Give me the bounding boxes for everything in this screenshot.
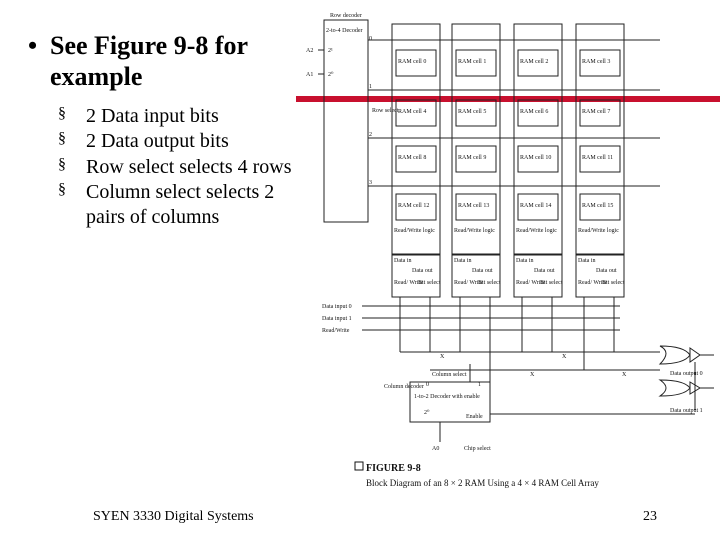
bit-select-label: Bit select — [418, 280, 441, 286]
input-a2-label: A2 — [306, 48, 313, 54]
ram-cell-label: RAM cell 6 — [520, 109, 548, 115]
ram-cell-label: RAM cell 9 — [458, 155, 486, 161]
bullet-text: 2 Data input bits — [86, 105, 219, 127]
weight-20-label: 2⁰ — [328, 71, 334, 78]
rw-logic-label: Read/Write logic — [578, 228, 619, 234]
data-output-0-label: Data output 0 — [670, 371, 703, 377]
ram-cell-label: RAM cell 2 — [520, 59, 548, 65]
bullet-item: § 2 Data output bits — [58, 129, 308, 153]
figure-caption-text: Block Diagram of an 8 × 2 RAM Using a 4 … — [366, 478, 599, 488]
page-number: 23 — [643, 509, 657, 524]
data-out-label: Data out — [534, 268, 555, 274]
read-write-signal-label: Read/Write — [322, 328, 350, 334]
row-number-1: 1 — [369, 84, 372, 90]
figure-caption-title: FIGURE 9-8 — [366, 463, 421, 474]
read-write-label: Read/ Write — [516, 280, 545, 286]
ram-cell-label: RAM cell 3 — [582, 59, 610, 65]
title-bullet: • See Figure 9-8 for example — [28, 30, 298, 92]
bit-select-label: Bit select — [602, 280, 625, 286]
read-write-label: Read/ Write — [394, 280, 423, 286]
row-decoder-box — [323, 19, 369, 223]
weight-col-label: 2⁰ — [424, 409, 430, 416]
data-in-label: Data in — [454, 258, 472, 264]
data-in-label: Data in — [578, 258, 596, 264]
weight-21-label: 2¹ — [328, 48, 333, 54]
decoder-label: 2-to-4 Decoder — [326, 28, 362, 34]
rw-logic-label: Read/Write logic — [394, 228, 435, 234]
ram-cell-label: RAM cell 8 — [398, 155, 426, 161]
data-out-label: Data out — [412, 268, 433, 274]
x-mark: X — [530, 372, 535, 378]
row-number-3: 3 — [369, 180, 372, 186]
col-out-1-label: 1 — [478, 382, 481, 388]
figure-marker-icon — [354, 461, 364, 471]
ram-cell-label: RAM cell 10 — [520, 155, 551, 161]
bullet-text: 2 Data output bits — [86, 130, 229, 153]
ram-cell-label: RAM cell 12 — [398, 203, 429, 209]
row-select-label: Row select — [372, 108, 399, 114]
row-number-2: 2 — [369, 132, 372, 138]
ram-cell-label: RAM cell 11 — [582, 155, 613, 161]
column-select-label: Column select — [432, 372, 467, 378]
rw-logic-label: Read/Write logic — [454, 228, 495, 234]
x-mark: X — [562, 354, 567, 360]
data-in-label: Data in — [516, 258, 534, 264]
ram-cell-label: RAM cell 5 — [458, 109, 486, 115]
read-write-label: Read/ Write — [454, 280, 483, 286]
enable-label: Enable — [466, 414, 483, 420]
bullet-item: § Column select selects 2 pairs of colum… — [58, 180, 308, 229]
x-mark: X — [622, 372, 627, 378]
square-bullet-icon: § — [58, 155, 66, 173]
bit-select-label: Bit select — [540, 280, 563, 286]
bullet-item: § Row select selects 4 rows — [58, 155, 308, 179]
column-decoder-label: Column decoder — [384, 384, 424, 390]
square-bullet-icon: § — [58, 130, 66, 148]
ram-cell-label: RAM cell 4 — [398, 109, 426, 115]
slide-title: See Figure 9-8 for example — [50, 31, 248, 92]
data-in-label: Data in — [394, 258, 412, 264]
input-a1-label: A1 — [306, 72, 313, 78]
data-output-1-label: Data output 1 — [670, 408, 703, 414]
bullet-text: Row select selects 4 rows — [86, 155, 292, 178]
column-decoder-box — [409, 381, 491, 423]
accent-divider — [296, 96, 720, 102]
row-number-0: 0 — [369, 36, 372, 42]
col-out-0-label: 0 — [426, 382, 429, 388]
square-bullet-icon: § — [58, 181, 66, 199]
ram-cell-label: RAM cell 1 — [458, 59, 486, 65]
row-decoder-label: Row decoder — [330, 13, 362, 19]
ram-cell-label: RAM cell 13 — [458, 203, 489, 209]
ram-cell-label: RAM cell 7 — [582, 109, 610, 115]
bit-select-label: Bit select — [478, 280, 501, 286]
data-out-label: Data out — [596, 268, 617, 274]
bullet-dot: • — [28, 31, 38, 60]
rw-logic-label: Read/Write logic — [516, 228, 557, 234]
data-input-0-label: Data input 0 — [322, 304, 352, 310]
ram-cell-label: RAM cell 15 — [582, 203, 613, 209]
read-write-label: Read/ Write — [578, 280, 607, 286]
bullet-text: Column select selects 2 pairs of columns — [86, 181, 275, 228]
data-input-1-label: Data input 1 — [322, 316, 352, 322]
input-a0-label: A0 — [432, 446, 439, 452]
bullet-item: § 2 Data input bits — [58, 104, 308, 128]
col-decoder-box-label: 1-to-2 Decoder with enable — [414, 394, 480, 400]
x-mark: X — [440, 354, 445, 360]
ram-cell-label: RAM cell 14 — [520, 203, 551, 209]
slide-footer: SYEN 3330 Digital Systems — [93, 509, 254, 524]
bullet-list: § 2 Data input bits § 2 Data output bits… — [58, 104, 308, 230]
square-bullet-icon: § — [58, 105, 66, 122]
ram-cell-label: RAM cell 0 — [398, 59, 426, 65]
data-out-label: Data out — [472, 268, 493, 274]
chip-select-label: Chip select — [464, 446, 491, 452]
